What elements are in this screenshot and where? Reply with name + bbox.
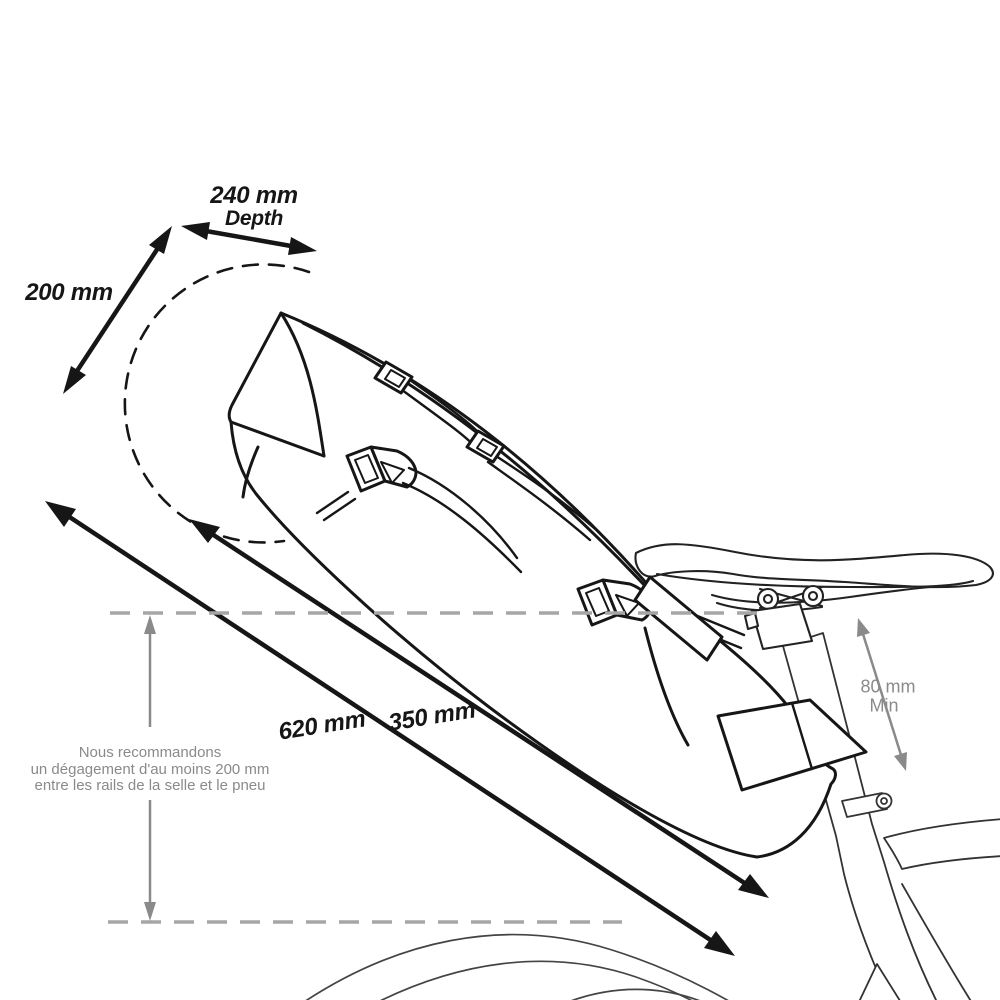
dimension-arrow-240-depth — [181, 222, 317, 255]
flap-seam — [241, 445, 260, 499]
seatpost-min-caption: Min — [869, 695, 899, 716]
arrowhead — [738, 874, 769, 898]
seatpost-strap-band — [716, 698, 868, 792]
arrowhead — [63, 366, 86, 394]
saddle-rail — [710, 584, 944, 604]
lower-stay — [901, 883, 972, 1000]
arrowhead — [857, 618, 870, 637]
loop-slot — [384, 369, 406, 388]
arrow-shaft — [861, 633, 903, 756]
dimension-arrow-620 — [45, 501, 735, 956]
clearance-note: Nous recommandons un dégagement d'au moi… — [30, 744, 270, 795]
tire-inner-arc — [380, 960, 693, 1000]
side-release-buckle — [315, 445, 418, 522]
clearance-note-line-1: Nous recommandons — [78, 744, 222, 761]
clearance-note-line-2: un dégagement d'au moins 200 mm — [30, 760, 270, 778]
strap-tail — [315, 490, 357, 522]
rail-bolt-center — [807, 590, 819, 602]
saddle-bag — [227, 311, 868, 859]
clamp-bolt-center — [880, 797, 888, 805]
arrow-shaft — [210, 532, 748, 886]
accessory-clamp — [841, 792, 893, 818]
dimension-arrow-350 — [189, 519, 769, 898]
strap-keeper-band — [633, 575, 724, 662]
loop-slot — [476, 438, 498, 457]
clamp-bar — [841, 792, 888, 818]
loop-frame — [373, 360, 414, 395]
arrowhead — [181, 222, 210, 240]
roll-flap-crease — [279, 311, 326, 458]
arrowhead — [288, 237, 317, 255]
strap-loop — [373, 360, 414, 395]
rail-bolt — [801, 584, 825, 608]
seat-stay — [883, 818, 1000, 870]
arrowhead — [704, 931, 735, 956]
clearance-vertical-arrow — [144, 615, 156, 921]
band-quad — [716, 698, 868, 792]
frame-cutout — [858, 963, 901, 1000]
height-dimension-label: 200 mm — [25, 279, 113, 306]
clearance-note-line-3: entre les rails de la selle et le pneu — [34, 777, 266, 794]
roll-flap-bottom-edge — [229, 420, 326, 458]
arrow-shaft — [75, 246, 160, 373]
arrow-shaft — [66, 514, 714, 943]
buckle-prong — [615, 594, 640, 617]
connecting-strap — [401, 466, 523, 574]
saddle-shell — [634, 543, 994, 589]
rear-wheel — [305, 933, 729, 1000]
arrowhead — [149, 226, 172, 254]
seatpost-head-nub — [743, 611, 760, 631]
arrowhead — [894, 752, 907, 771]
buckle-prong — [380, 461, 405, 484]
rail-bolt-center — [762, 593, 774, 605]
buckle-slot — [354, 454, 379, 484]
tire-outer-arc — [305, 933, 729, 1000]
seatpost-head — [750, 602, 814, 651]
arrow-shaft — [205, 228, 292, 249]
strap-loop — [465, 429, 506, 464]
arrowhead — [45, 501, 76, 527]
depth-dimension-label: 240 mm — [210, 182, 298, 209]
clearance-guides — [108, 611, 907, 924]
arrowhead — [144, 902, 156, 921]
arrowhead — [144, 615, 156, 634]
panel-seam — [643, 626, 690, 747]
dimension-arrow-200 — [63, 226, 172, 394]
arrowhead — [189, 519, 220, 543]
loop-frame — [465, 429, 506, 464]
seatpost-min-label: 80 mm — [860, 676, 916, 697]
buckle-slot — [585, 587, 610, 617]
rail-bolt — [756, 587, 780, 611]
rim-arc — [571, 988, 700, 1000]
depth-dimension-caption: Depth — [225, 207, 283, 230]
seatpost-clearance-arrow — [857, 618, 907, 771]
band-divider — [790, 701, 814, 771]
